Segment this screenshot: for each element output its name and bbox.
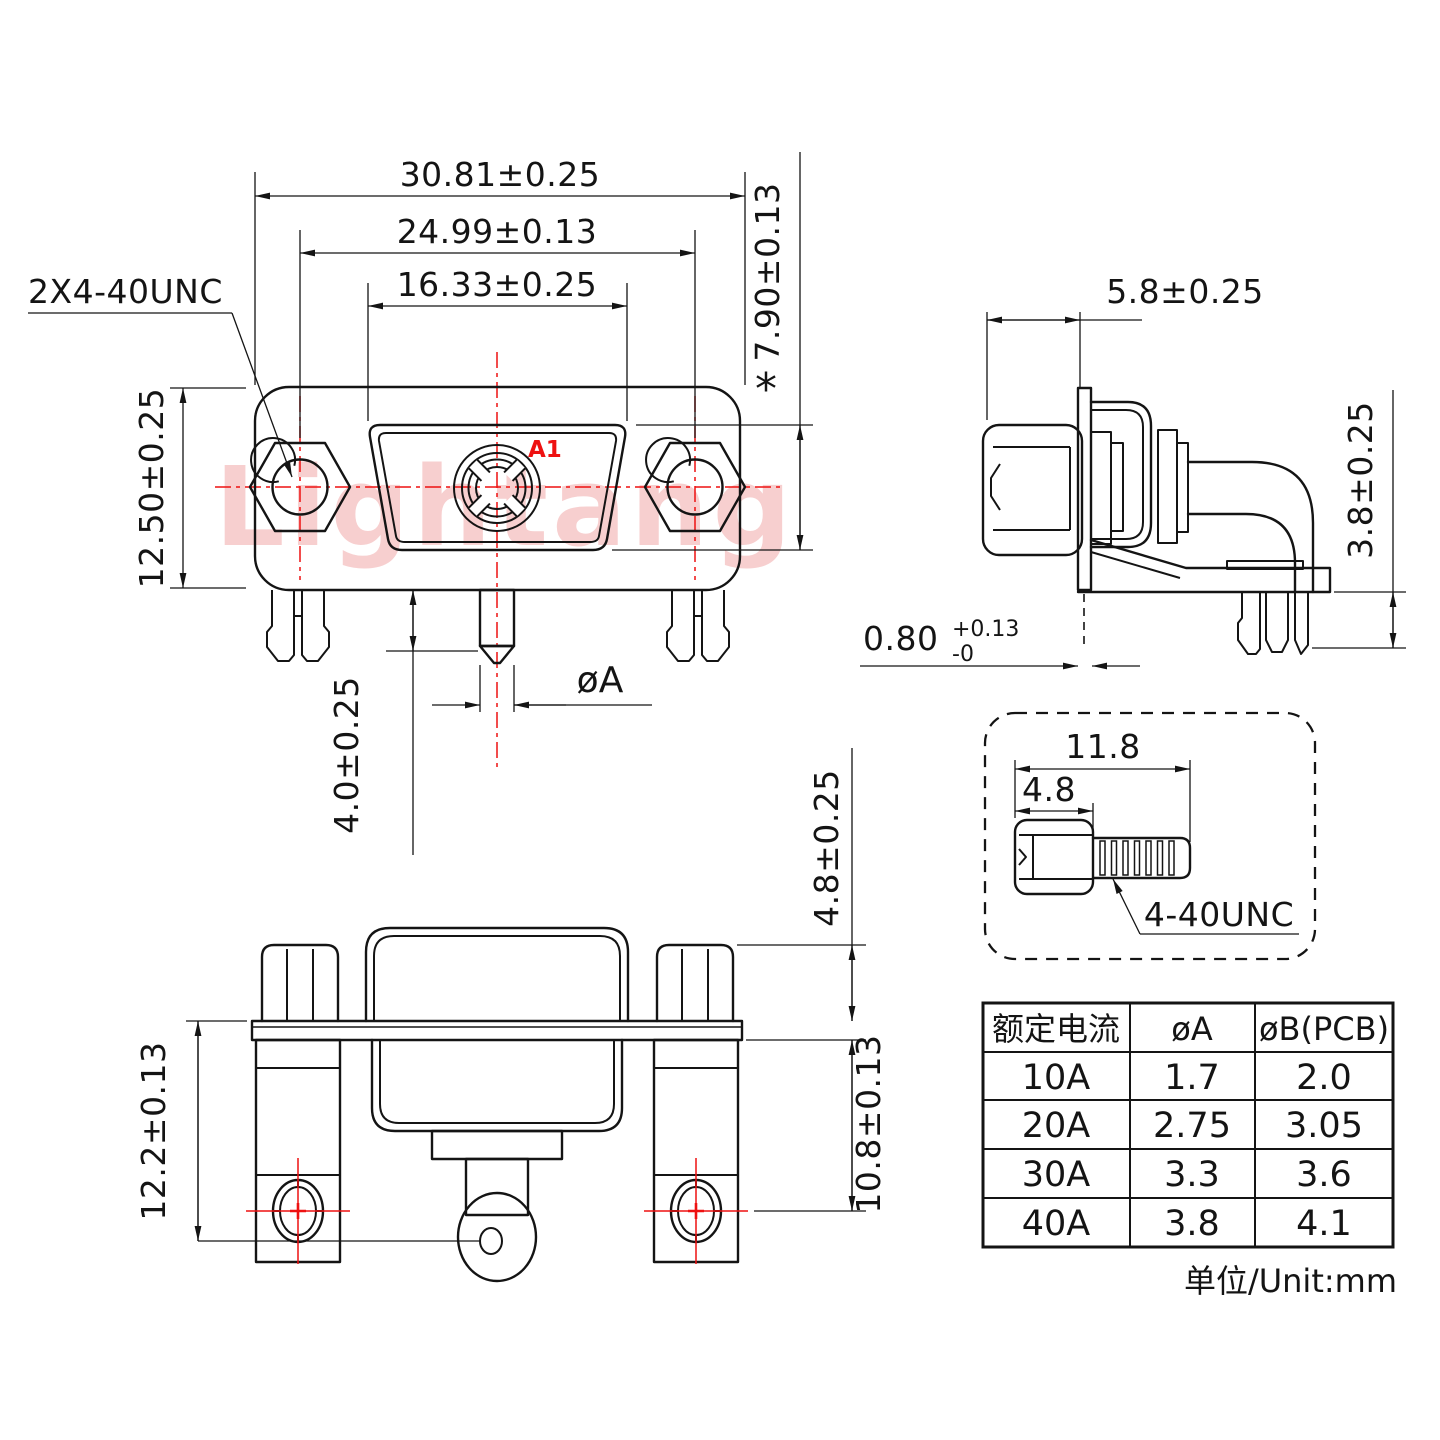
cell-dia-a-10a: 1.7	[1164, 1058, 1220, 1098]
screw-threads	[1099, 840, 1175, 876]
dim-hole-spacing: 24.99±0.13	[397, 212, 598, 251]
screw-detail-linework	[1013, 818, 1192, 896]
screw-detail-dimensions: 11.8 4.8 4-40UNC	[1014, 727, 1299, 935]
thread-callout-label: 2X4-40UNC	[28, 272, 223, 311]
bottom-view-crosshairs	[246, 1158, 748, 1264]
contact-keying-notches	[468, 459, 526, 517]
reference-dim-star: *	[755, 364, 777, 415]
screw-detail-box	[983, 711, 1317, 961]
spec-table: 额定电流 øA øB(PCB) 10A 1.7 2.0 20A 2.75 3.0…	[981, 1001, 1397, 1300]
front-view-linework	[248, 385, 747, 665]
dim-nut-height: 4.8±0.25	[807, 769, 846, 927]
cell-dia-b-30a: 3.6	[1296, 1155, 1352, 1195]
spec-table-grid	[981, 1001, 1395, 1249]
dim-pin-diameter: øA	[577, 660, 624, 701]
bottom-view: 12.2±0.13 10.8±0.13 4.8±0.25	[134, 748, 888, 1283]
bottom-right-nut	[655, 943, 735, 1023]
dim-pin-length: 4.0±0.25	[327, 676, 366, 834]
left-board-lock	[266, 589, 330, 662]
screw-detail: 11.8 4.8 4-40UNC	[983, 711, 1317, 961]
dim-shell-width: 16.33±0.25	[397, 265, 598, 304]
side-view-linework	[981, 386, 1332, 655]
cell-dia-b-20a: 3.05	[1285, 1106, 1363, 1146]
dim-body-height: 12.50±0.25	[132, 388, 171, 589]
dim-hole-offset: 12.2±0.13	[134, 1041, 173, 1220]
bottom-view-dimensions: 12.2±0.13 10.8±0.13 4.8±0.25	[134, 748, 888, 1241]
table-row: 40A 3.8 4.1	[1022, 1204, 1352, 1244]
bottom-left-nut	[260, 943, 340, 1023]
cell-current-10a: 10A	[1022, 1058, 1091, 1098]
dim-flange-thickness: 0.80	[863, 619, 938, 658]
side-view-dimensions: 5.8±0.25 3.8±0.25 0.80 +0.13 -0	[860, 272, 1406, 670]
cell-dia-a-20a: 2.75	[1153, 1106, 1231, 1146]
side-view: 5.8±0.25 3.8±0.25 0.80 +0.13 -0	[860, 272, 1406, 670]
bottom-view-linework	[198, 926, 748, 1283]
dim-shell-height: 7.90±0.13	[748, 182, 787, 361]
dim-leg-offset: 10.8±0.13	[849, 1034, 888, 1213]
table-row: 10A 1.7 2.0	[1022, 1058, 1352, 1098]
dim-screw-head: 4.8	[1022, 770, 1076, 809]
table-row: 20A 2.75 3.05	[1022, 1106, 1363, 1146]
center-pin	[478, 588, 516, 665]
left-hex-nut	[248, 437, 352, 533]
dim-pin-below-pcb: 3.8±0.25	[1341, 401, 1380, 559]
dim-front-depth: 5.8±0.25	[1106, 272, 1264, 311]
dim-flange-tol-minus: -0	[952, 642, 974, 667]
contact-a1-label: A1	[528, 437, 562, 463]
table-row: 30A 3.3 3.6	[1022, 1155, 1352, 1195]
cell-current-40a: 40A	[1022, 1204, 1091, 1244]
screw-thread-label: 4-40UNC	[1144, 895, 1294, 934]
dim-outer-width: 30.81±0.25	[400, 155, 601, 194]
cell-current-30a: 30A	[1022, 1155, 1091, 1195]
cell-dia-b-10a: 2.0	[1296, 1058, 1352, 1098]
cell-current-20a: 20A	[1022, 1106, 1091, 1146]
cell-dia-a-30a: 3.3	[1164, 1155, 1220, 1195]
table-header-dia-a: øA	[1171, 1010, 1213, 1048]
right-board-lock	[666, 589, 730, 662]
dim-flange-tol-plus: +0.13	[952, 617, 1019, 642]
front-view-dimensions: 30.81±0.25 24.99±0.13 16.33±0.25 12.50±0…	[28, 152, 813, 855]
dim-screw-total: 11.8	[1065, 727, 1140, 766]
cell-dia-a-40a: 3.8	[1164, 1204, 1220, 1244]
front-view: 30.81±0.25 24.99±0.13 16.33±0.25 12.50±0…	[28, 152, 813, 855]
cell-dia-b-40a: 4.1	[1296, 1204, 1352, 1244]
side-board-lock	[1237, 592, 1309, 655]
table-header-current: 额定电流	[992, 1010, 1120, 1048]
unit-note: 单位/Unit:mm	[1184, 1262, 1397, 1300]
right-hex-nut	[643, 437, 747, 533]
table-header-dia-b: øB(PCB)	[1259, 1010, 1389, 1048]
